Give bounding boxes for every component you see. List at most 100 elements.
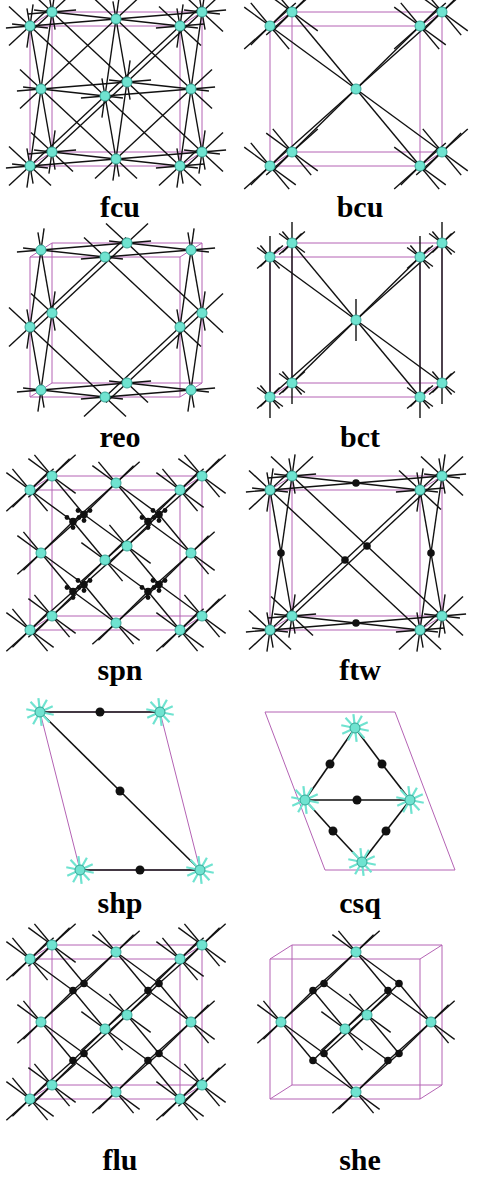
bond	[52, 12, 127, 82]
cluster-atom	[157, 518, 162, 523]
bond	[159, 553, 191, 585]
metal-node	[437, 471, 447, 481]
metal-node	[35, 707, 45, 717]
metal-node	[426, 1017, 436, 1027]
cell-edge	[270, 166, 420, 167]
cluster-atom	[146, 595, 151, 600]
metal-node	[111, 1087, 121, 1097]
bond	[281, 1022, 324, 1054]
metal-node	[265, 252, 275, 262]
cluster-atom	[76, 578, 81, 583]
cluster-atom	[71, 595, 76, 600]
cluster-atom	[65, 585, 70, 590]
bond	[52, 152, 116, 159]
metal-node	[47, 471, 57, 481]
bond	[292, 12, 356, 89]
bond	[148, 592, 180, 631]
linker-node	[378, 760, 387, 769]
metal-node	[186, 548, 196, 558]
metal-node	[437, 378, 447, 388]
bond	[84, 515, 127, 547]
bond	[270, 257, 356, 320]
cell-edge	[442, 243, 443, 383]
metal-node	[362, 1010, 372, 1020]
linker-node	[144, 1057, 152, 1065]
metal-node	[437, 147, 447, 157]
cell-edge	[52, 1085, 202, 1086]
unit-cell	[30, 476, 202, 630]
linker-node	[427, 549, 435, 557]
bond	[305, 764, 330, 800]
cell-edge	[30, 166, 180, 167]
bond	[116, 952, 159, 984]
cluster-atom	[71, 525, 76, 530]
metal-node	[415, 252, 425, 262]
bond	[324, 952, 356, 984]
bond	[159, 476, 202, 515]
metal-node	[36, 245, 46, 255]
cluster-atom	[88, 578, 93, 583]
bond	[41, 19, 116, 89]
metal-node	[287, 378, 297, 388]
metal-node	[197, 308, 207, 318]
metal-node	[287, 471, 297, 481]
bond	[324, 984, 367, 1016]
metal-node	[197, 940, 207, 950]
bond	[105, 26, 180, 96]
cell-edge	[52, 12, 202, 13]
metal-node	[197, 147, 207, 157]
cell-edge	[202, 476, 203, 616]
bonds	[6, 924, 225, 1120]
linker-node	[341, 556, 349, 564]
linker-node	[352, 479, 360, 487]
metal-node	[47, 308, 57, 318]
bond	[30, 327, 105, 397]
bond	[159, 515, 191, 554]
bond	[41, 390, 105, 397]
metal-node	[100, 252, 110, 262]
bonds	[257, 222, 455, 418]
cluster-atom	[140, 585, 145, 590]
bond	[356, 243, 442, 320]
cell-edge	[30, 630, 180, 631]
bond	[292, 320, 356, 383]
metal-node	[287, 7, 297, 17]
metal-node	[25, 485, 35, 495]
bond	[324, 1054, 356, 1093]
metal-node	[340, 1024, 350, 1034]
metal-node	[287, 238, 297, 248]
bond	[292, 243, 356, 320]
bond	[105, 522, 148, 561]
cell-edge	[202, 945, 203, 1085]
unit-cell	[270, 476, 442, 630]
metal-node	[100, 555, 110, 565]
bond	[116, 483, 159, 515]
metal-node	[25, 954, 35, 964]
metal-node	[122, 77, 132, 87]
cell-edge	[52, 12, 53, 152]
bond	[269, 257, 270, 397]
metal-node	[415, 392, 425, 402]
cluster-atom	[77, 585, 82, 590]
bond	[40, 712, 120, 791]
cluster-atom	[140, 515, 145, 520]
metal-node	[186, 1017, 196, 1027]
bond	[330, 728, 355, 764]
bond	[431, 553, 442, 616]
bond	[399, 984, 431, 1023]
metal-node	[36, 385, 46, 395]
cell-edge	[420, 959, 421, 1099]
metal-node	[111, 618, 121, 628]
metal-node	[351, 947, 361, 957]
bonds	[291, 714, 423, 876]
linker-node	[136, 866, 145, 875]
metal-node	[111, 947, 121, 957]
bond	[30, 96, 105, 166]
metal-node	[287, 611, 297, 621]
bond	[116, 585, 159, 624]
cell-edge	[442, 945, 443, 1085]
cluster-atom	[65, 515, 70, 520]
metal-node	[36, 84, 46, 94]
bond	[140, 869, 200, 871]
bond	[116, 89, 191, 159]
